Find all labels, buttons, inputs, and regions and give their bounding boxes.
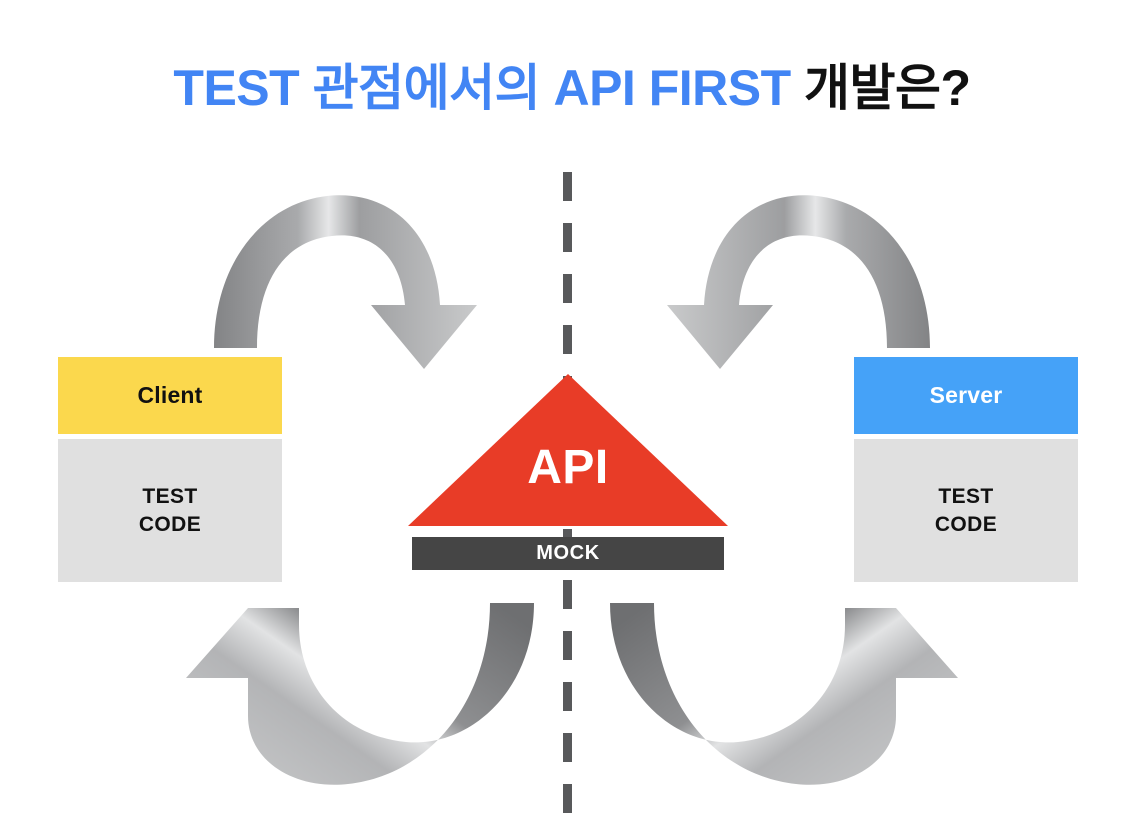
client-test-code-line1: TEST bbox=[142, 484, 198, 508]
api-center-group: API MOCK bbox=[408, 374, 728, 572]
client-test-code-line2: CODE bbox=[138, 512, 202, 536]
page-title-rest: 개발은? bbox=[790, 59, 971, 116]
api-label: API bbox=[527, 441, 609, 494]
server-test-code-box[interactable]: TEST CODE bbox=[854, 439, 1078, 582]
server-test-code-line1: TEST bbox=[938, 484, 994, 508]
server-header-box[interactable]: Server bbox=[854, 357, 1078, 434]
server-column: Server TEST CODE bbox=[854, 357, 1078, 582]
mock-label: MOCK bbox=[536, 542, 600, 564]
arrow-api-to-client-icon bbox=[186, 603, 534, 785]
page-title-highlight: TEST 관점에서의 API FIRST bbox=[173, 59, 791, 116]
client-header-box[interactable]: Client bbox=[58, 357, 282, 434]
client-label: Client bbox=[137, 382, 203, 408]
client-test-code-box[interactable]: TEST CODE bbox=[58, 439, 282, 582]
client-column: Client TEST CODE bbox=[58, 357, 282, 582]
page-title: TEST 관점에서의 API FIRST 개발은? bbox=[0, 60, 1144, 118]
server-label: Server bbox=[929, 382, 1003, 408]
mock-bar[interactable]: MOCK bbox=[412, 537, 724, 570]
arrow-api-to-server-icon bbox=[610, 603, 958, 785]
arrow-client-to-api-icon bbox=[168, 195, 477, 369]
arrow-server-to-api-icon bbox=[667, 195, 976, 369]
api-triangle-icon[interactable] bbox=[408, 374, 728, 526]
server-test-code-line2: CODE bbox=[934, 512, 998, 536]
